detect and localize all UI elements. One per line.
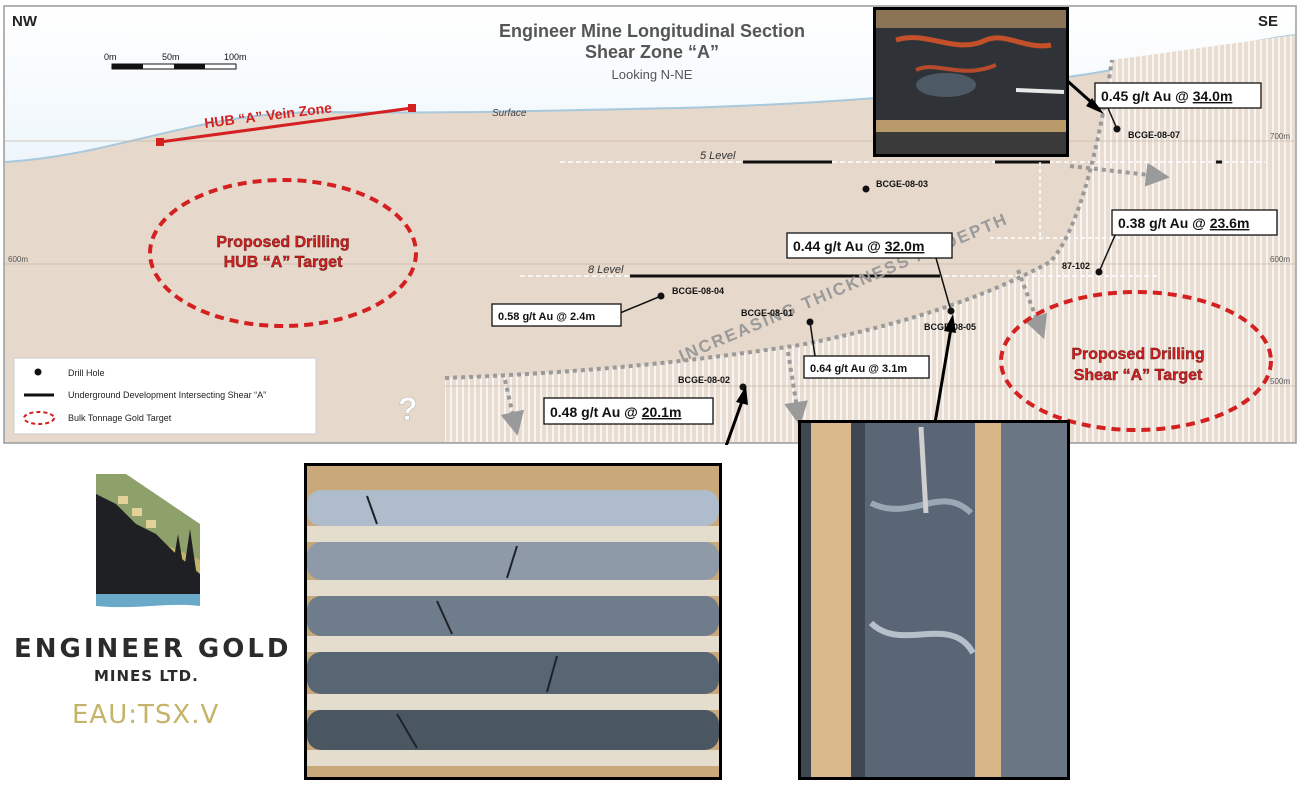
svg-text:0.44 g/t Au @ 32.0m: 0.44 g/t Au @ 32.0m	[793, 238, 924, 254]
label-87102: 87-102	[1062, 261, 1090, 271]
section-title-line1: Engineer Mine Longitudinal Section	[499, 21, 805, 41]
photo2-leader	[724, 392, 747, 445]
assay-87102: 0.38 g/t Au @ 23.6m	[1111, 209, 1278, 236]
level8-label: 8 Level	[588, 264, 624, 276]
elev-500-right: 500m	[1270, 377, 1290, 386]
logo-company-name: ENGINEER GOLD	[14, 634, 292, 664]
core-photo-bcge0802	[304, 463, 722, 780]
legend-target: Bulk Tonnage Gold Target	[68, 413, 172, 423]
surface-label: Surface	[492, 108, 527, 119]
assay-0801-text: 0.64 g/t Au @ 3.1m	[810, 363, 907, 375]
photo3-leader	[933, 321, 954, 424]
shear-target-ellipse	[999, 290, 1273, 432]
assay-0801: 0.64 g/t Au @ 3.1m	[803, 355, 930, 379]
mountain-logo-icon	[96, 474, 200, 618]
scale-label-0: 0m	[104, 52, 117, 62]
shear-hatch-zone	[445, 35, 1295, 442]
label-bcge0807: BCGE-08-07	[1128, 130, 1180, 140]
elev-600-right: 600m	[1270, 255, 1290, 264]
assay-0807-length: 34.0m	[1193, 88, 1233, 104]
logo-ticker: EAU:TSX.V	[72, 700, 220, 730]
scale-bar: 0m 50m 100m	[104, 52, 247, 70]
unknown-mark: ?	[398, 391, 418, 427]
legend-development: Underground Development Intersecting She…	[68, 390, 266, 400]
logo-company-sub: MINES LTD.	[94, 667, 199, 685]
shear-target-line1: Proposed Drilling	[1071, 346, 1204, 363]
section-subtitle: Looking N-NE	[612, 67, 693, 82]
svg-text:0.38 g/t Au @ 23.6m: 0.38 g/t Au @ 23.6m	[1118, 215, 1249, 231]
label-bcge0802: BCGE-08-02	[678, 375, 730, 385]
svg-text:0.45 g/t Au @ 34.0m: 0.45 g/t Au @ 34.0m	[1101, 88, 1232, 104]
shear-trend-line	[444, 59, 1114, 380]
assay-0802: 0.48 g/t Au @ 20.1m	[543, 397, 714, 425]
scale-label-50: 50m	[162, 52, 180, 62]
assay-0802-prefix: 0.48 g/t Au @	[550, 404, 642, 420]
svg-text:0.48 g/t Au @ 20.1m: 0.48 g/t Au @ 20.1m	[550, 404, 681, 420]
elev-700-right: 700m	[1270, 132, 1290, 141]
scale-label-100: 100m	[224, 52, 247, 62]
core-photo-bcge0807	[873, 7, 1069, 157]
core-photo-bcge0805	[798, 420, 1070, 780]
assay-87102-length: 23.6m	[1210, 215, 1250, 231]
assay-0805: 0.44 g/t Au @ 32.0m	[786, 232, 953, 259]
trend-arrows	[500, 162, 1170, 436]
assay-0807: 0.45 g/t Au @ 34.0m	[1094, 82, 1262, 109]
label-bcge0801: BCGE-08-01	[741, 308, 793, 318]
hub-target-line1: Proposed Drilling	[216, 234, 349, 251]
assay-0804: 0.58 g/t Au @ 2.4m	[491, 303, 622, 327]
orientation-se: SE	[1258, 13, 1278, 30]
assay-0805-length: 32.0m	[885, 238, 925, 254]
hub-target-ellipse	[148, 178, 418, 328]
hub-target-line2: HUB “A” Target	[224, 254, 343, 271]
longitudinal-section: 700m 600m 600m 500m NW SE Engineer Mine …	[3, 5, 1297, 445]
assay-0802-length: 20.1m	[642, 404, 682, 420]
assay-87102-prefix: 0.38 g/t Au @	[1118, 215, 1210, 231]
assay-0807-prefix: 0.45 g/t Au @	[1101, 88, 1193, 104]
level5-label: 5 Level	[700, 150, 736, 162]
section-title-line2: Shear Zone “A”	[585, 42, 719, 62]
label-bcge0804: BCGE-08-04	[672, 286, 724, 296]
legend-drill-hole: Drill Hole	[68, 368, 105, 378]
label-bcge0803: BCGE-08-03	[876, 179, 928, 189]
assay-0805-prefix: 0.44 g/t Au @	[793, 238, 885, 254]
elev-600-left: 600m	[8, 255, 28, 264]
hub-vein-line	[159, 106, 413, 144]
assay-0804-text: 0.58 g/t Au @ 2.4m	[498, 311, 595, 323]
company-logo	[96, 474, 200, 618]
legend: Drill Hole Underground Development Inter…	[13, 357, 317, 435]
shear-target-line2: Shear “A” Target	[1074, 367, 1203, 384]
orientation-nw: NW	[12, 13, 38, 30]
drill-hole-bcge0803	[862, 185, 870, 193]
